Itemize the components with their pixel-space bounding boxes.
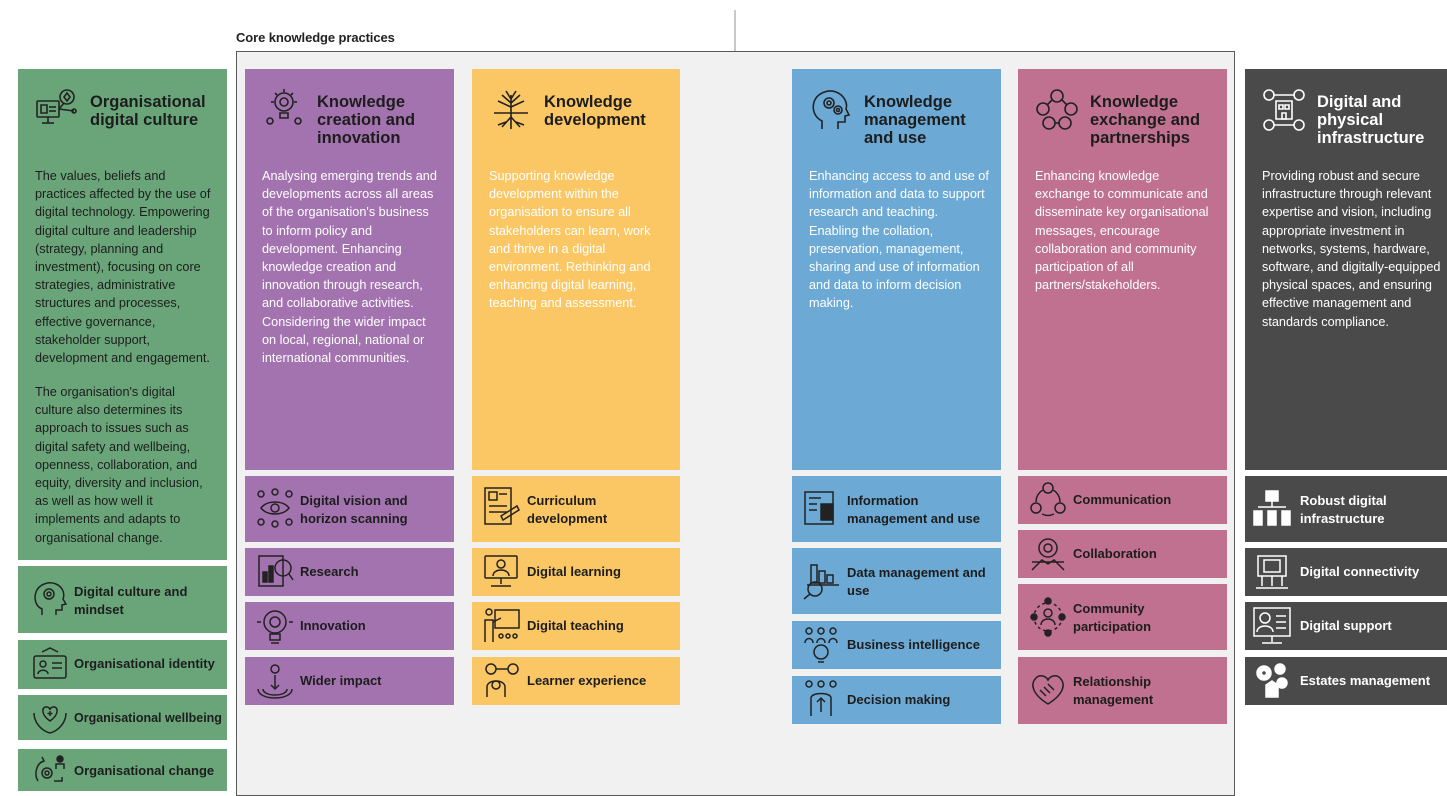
sub-item-infrastructure-3[interactable]: Estates management [1245,657,1447,705]
sub-item-label: Robust digital infrastructure [1300,493,1387,526]
sub-item-label: Digital teaching [527,618,624,633]
head-brain-gears-icon [808,87,854,133]
research-chart-icon [255,552,295,592]
sub-item-infrastructure-1[interactable]: Digital connectivity [1245,548,1447,596]
sub-item-label: Relationship management [1073,674,1154,707]
column-head-exchange: Knowledge exchange and partnerships Enha… [1018,69,1227,470]
sub-item-exchange-1[interactable]: Collaboration [1018,530,1227,578]
connectivity-device-icon [1252,552,1292,592]
sub-item-management-1[interactable]: Data management and use [792,548,1001,614]
sub-item-infrastructure-0[interactable]: Robust digital infrastructure [1245,476,1447,542]
computer-network-icon [34,87,80,133]
tree-roots-icon [488,87,534,133]
sub-item-culture-3[interactable]: Organisational change [18,749,227,791]
column-head-creation: Knowledge creation and innovation Analys… [245,69,454,470]
connected-building-icon [1261,87,1307,133]
sub-item-label: Learner experience [527,673,647,688]
team-bulb-icon [801,625,841,665]
sub-item-development-3[interactable]: Learner experience [472,657,680,705]
sub-item-label: Collaboration [1073,546,1157,561]
column-description2-culture: The organisation's digital culture also … [35,385,203,545]
sub-item-culture-2[interactable]: Organisational wellbeing [18,695,227,740]
change-cycle-icon [30,751,70,791]
sub-item-exchange-0[interactable]: Communication [1018,476,1227,524]
curriculum-doc-icon [481,486,521,526]
column-title-creation: Knowledge creation and innovation [317,93,416,147]
column-head-development: Knowledge development Supporting knowled… [472,69,680,470]
sub-item-label: Organisational identity [74,656,215,671]
hands-heart-icon [30,697,70,737]
sub-item-development-2[interactable]: Digital teaching [472,602,680,650]
sub-item-management-3[interactable]: Decision making [792,676,1001,724]
sub-item-label: Estates management [1300,673,1431,688]
sub-item-label: Digital connectivity [1300,564,1420,579]
eye-network-icon [255,488,295,528]
sub-item-creation-2[interactable]: Innovation [245,602,454,650]
column-head-management: Knowledge management and use Enhancing a… [792,69,1001,470]
sub-item-label: Digital support [1300,618,1392,633]
info-document-icon [801,488,841,528]
sub-item-label: Communication [1073,492,1172,507]
column-title-culture: Organisational digital culture [90,93,206,129]
column-head-infrastructure: Digital and physical infrastructure Prov… [1245,69,1447,470]
sub-item-label: Research [300,564,359,579]
sub-item-label: Digital vision and horizon scanning [300,493,408,526]
sub-item-management-0[interactable]: Information management and use [792,476,1001,542]
column-description-infrastructure: Providing robust and secure infrastructu… [1262,169,1441,329]
sub-item-label: Community participation [1073,601,1152,634]
monitor-learner-icon [481,552,521,592]
sub-item-label: Digital culture and mindset [74,584,188,617]
id-card-icon [30,644,70,684]
column-description-creation: Analysing emerging trends and developmen… [262,169,437,366]
column-head-culture: Organisational digital culture The value… [18,69,227,560]
sub-item-management-2[interactable]: Business intelligence [792,621,1001,669]
teacher-board-icon [481,606,521,646]
server-network-icon [1252,489,1292,529]
learner-idea-icon [481,661,521,701]
ripple-person-icon [255,661,295,701]
sub-item-culture-1[interactable]: Organisational identity [18,640,227,689]
column-title-infrastructure: Digital and physical infrastructure [1317,93,1425,147]
column-title-management: Knowledge management and use [864,93,966,147]
sub-item-label: Wider impact [300,673,382,688]
decision-arrows-icon [801,680,841,720]
sub-item-creation-1[interactable]: Research [245,548,454,596]
sub-item-creation-0[interactable]: Digital vision and horizon scanning [245,476,454,542]
sub-item-label: Digital learning [527,564,621,579]
sub-item-exchange-3[interactable]: Relationship management [1018,657,1227,724]
column-description-development: Supporting knowledge development within … [489,169,651,311]
community-circle-icon [1028,597,1068,637]
head-gears-icon [30,579,70,619]
sub-item-exchange-2[interactable]: Community participation [1018,584,1227,650]
column-description-management: Enhancing access to and use of informati… [809,169,989,311]
sub-item-label: Innovation [300,618,366,633]
sub-item-infrastructure-2[interactable]: Digital support [1245,602,1447,650]
column-description-culture: The values, beliefs and practices affect… [35,169,211,366]
sub-item-creation-3[interactable]: Wider impact [245,657,454,705]
sub-item-development-1[interactable]: Digital learning [472,548,680,596]
sub-item-label: Curriculum development [527,493,608,526]
handshake-heart-icon [1028,670,1068,710]
core-practices-label: Core knowledge practices [236,30,395,45]
sub-item-development-0[interactable]: Curriculum development [472,476,680,542]
people-communication-icon [1028,480,1068,520]
lightbulb-gears-icon [261,87,307,133]
sub-item-label: Business intelligence [847,637,980,652]
sub-item-culture-0[interactable]: Digital culture and mindset [18,566,227,633]
column-title-development: Knowledge development [544,93,646,129]
column-description-exchange: Enhancing knowledge exchange to communic… [1035,169,1209,293]
estates-gears-icon [1252,661,1292,701]
people-network-icon [1034,87,1080,133]
data-magnifier-icon [801,561,841,601]
innovation-bulb-icon [255,606,295,646]
sub-item-label: Decision making [847,692,951,707]
sub-item-label: Information management and use [847,493,980,526]
support-person-icon [1252,606,1292,646]
sub-item-label: Data management and use [847,565,986,598]
sub-item-label: Organisational wellbeing [74,711,222,725]
sub-item-label: Organisational change [74,763,215,778]
hands-gears-icon [1028,534,1068,574]
column-title-exchange: Knowledge exchange and partnerships [1090,93,1201,147]
